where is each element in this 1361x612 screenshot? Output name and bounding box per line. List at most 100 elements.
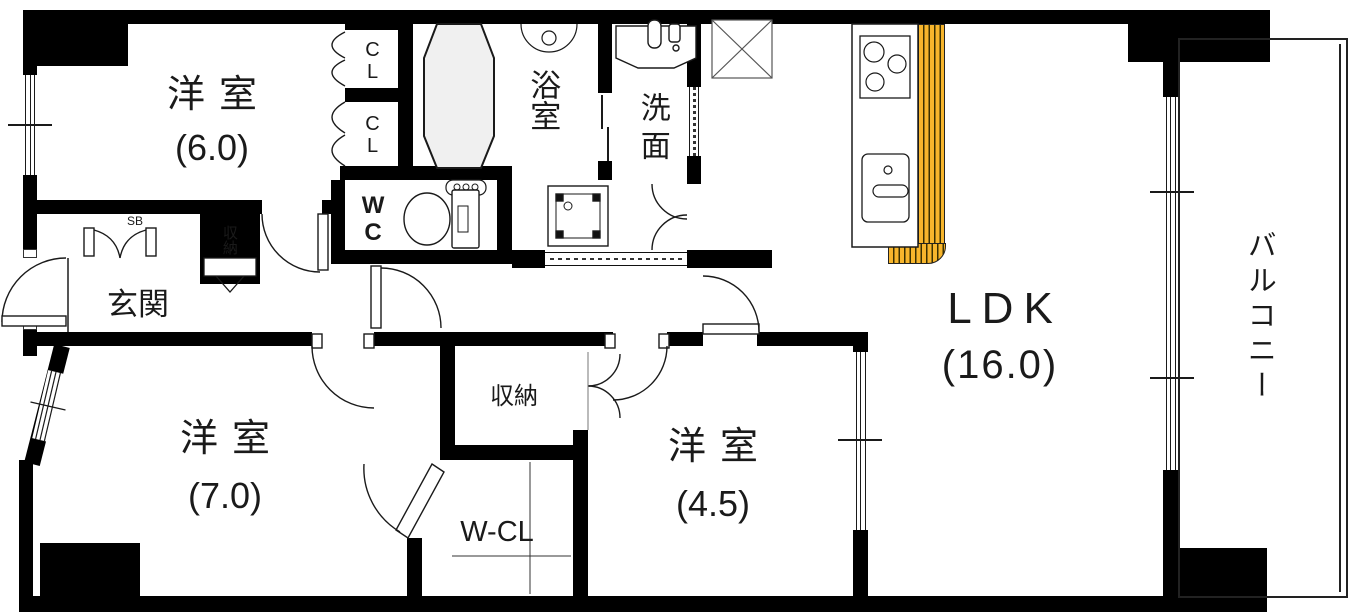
- wall-closet-divider: [345, 88, 400, 102]
- toilet-tank: [451, 189, 480, 249]
- vanity-dispenser: [668, 23, 681, 43]
- washing-machine-pan-inner: [555, 193, 601, 239]
- entrance-storage-chevron: [215, 275, 245, 293]
- wall-right-bottom: [1163, 470, 1178, 612]
- western45-door-arc: [612, 345, 668, 401]
- western45-door-jamb: [604, 333, 616, 349]
- kitchen-sink-basin: [872, 184, 909, 198]
- shoebox-door-leaf: [145, 227, 157, 257]
- wall-top-right-chunk: [1128, 10, 1270, 62]
- washing-machine-pan-corner: [592, 193, 601, 202]
- room-label-closet-lower: CL: [361, 113, 384, 157]
- wall-western45-left: [573, 430, 588, 612]
- entrance-storage-door: [203, 257, 257, 277]
- wcl-door-leaf: [395, 462, 445, 540]
- window-balcony-line: [1174, 97, 1176, 470]
- wall-corridor-bottom-a: [37, 332, 312, 346]
- entrance-door-leaf: [1, 315, 67, 327]
- vanity-faucet: [647, 19, 662, 49]
- western7-door-arc: [311, 345, 375, 409]
- window-balcony-line: [1165, 97, 1167, 470]
- wall-bottom: [19, 596, 1267, 612]
- window-balcony-line: [1170, 97, 1172, 470]
- wall-top-left-chunk: [23, 10, 128, 66]
- wall-laundry-left: [497, 180, 512, 250]
- entrance-door-arc: [1, 257, 67, 323]
- kitchen-faucet: [883, 165, 893, 175]
- balcony-rail-inner-line: [1339, 44, 1341, 592]
- room-label-storage-entrance: 収納: [220, 225, 238, 255]
- window-western45-line: [864, 352, 866, 530]
- closet-lower-folding-door: [331, 101, 346, 167]
- wcl-door-arc: [363, 463, 401, 533]
- bathtub: [423, 23, 495, 169]
- kitchen-burner: [887, 54, 907, 74]
- toilet-tank-inner: [457, 205, 469, 233]
- storage-center-door-arc: [587, 353, 621, 387]
- wall-left-low: [23, 322, 37, 356]
- washroom-partition-hatch: [692, 87, 696, 156]
- kitchen-sink: [861, 153, 910, 223]
- wall-wc-bottom: [340, 250, 512, 264]
- wall-left-bottom: [19, 460, 33, 612]
- washroom-partition-edge: [689, 87, 691, 156]
- wall-corridor-bottom-b: [374, 332, 613, 346]
- western7-door-jamb: [363, 333, 375, 349]
- window-west-tick: [8, 124, 52, 126]
- kitchen-cabinet: [851, 23, 919, 248]
- wall-bottom-left-chunk: [40, 543, 140, 612]
- wall-stub-laundry: [512, 250, 545, 268]
- room-size-western45: (4.5): [675, 483, 751, 525]
- washing-machine-pan-corner: [555, 193, 564, 202]
- room-label-western7: 洋室: [179, 418, 284, 461]
- room-label-shoebox: SB: [126, 213, 143, 228]
- room-label-wcl: W-CL: [460, 515, 534, 548]
- wall-wcl-left-low: [407, 538, 422, 596]
- slant-window-tick: [30, 401, 66, 411]
- washing-machine-drain: [563, 201, 573, 211]
- room-size-ldk: (16.0): [941, 343, 1059, 387]
- room-label-western45: 洋室: [667, 426, 772, 469]
- washing-machine-pan-corner: [555, 230, 564, 239]
- wall-wc-left: [331, 180, 345, 264]
- wall-storage-center-bottom: [440, 445, 588, 460]
- wall-under-western6-a: [37, 200, 262, 214]
- storage-center-door-arc: [587, 385, 621, 419]
- hall-door-leaf: [317, 213, 329, 271]
- room-label-western6: 洋室: [166, 74, 271, 117]
- room-label-bath: 浴室: [525, 69, 561, 131]
- room-label-ldk: LDK: [947, 283, 1063, 333]
- window-western45-line: [860, 352, 862, 530]
- window-balcony-tick: [1150, 191, 1194, 193]
- corridor-door-leaf: [370, 265, 382, 329]
- kitchen-burner: [863, 41, 885, 63]
- entrance-door-jamb: [23, 249, 37, 258]
- wall-washroom-right-mid: [687, 156, 701, 184]
- shoebox-door-leaf: [83, 227, 95, 257]
- wall-washroom-ldk-stub: [687, 250, 772, 268]
- balcony-rail: [1178, 38, 1348, 598]
- room-size-western6: (6.0): [174, 127, 250, 169]
- wall-corridor-bottom-d: [757, 332, 868, 346]
- wall-storage-center-left: [440, 346, 455, 460]
- wall-closet-right: [398, 10, 413, 180]
- ldk-door-arc: [702, 275, 760, 333]
- hall-door-arc: [261, 213, 321, 273]
- wall-wc-top: [340, 166, 512, 180]
- toilet-bowl: [403, 192, 451, 246]
- bath-sliding-door-line: [601, 95, 603, 129]
- wall-top: [23, 10, 1166, 24]
- closet-upper-folding-door: [331, 31, 346, 87]
- room-label-genkan: 玄関: [107, 286, 169, 322]
- room-label-closet-upper: CL: [361, 39, 384, 83]
- window-western45-line: [855, 352, 857, 530]
- corridor-door-arc: [380, 267, 442, 329]
- washroom-door-arc: [651, 183, 688, 220]
- duct-box-cross: [711, 19, 773, 79]
- wall-corridor-bottom-c: [667, 332, 703, 346]
- wall-left-mid: [23, 212, 37, 258]
- wall-right-top: [1163, 10, 1178, 97]
- washroom-sliding-door-track: [550, 258, 682, 260]
